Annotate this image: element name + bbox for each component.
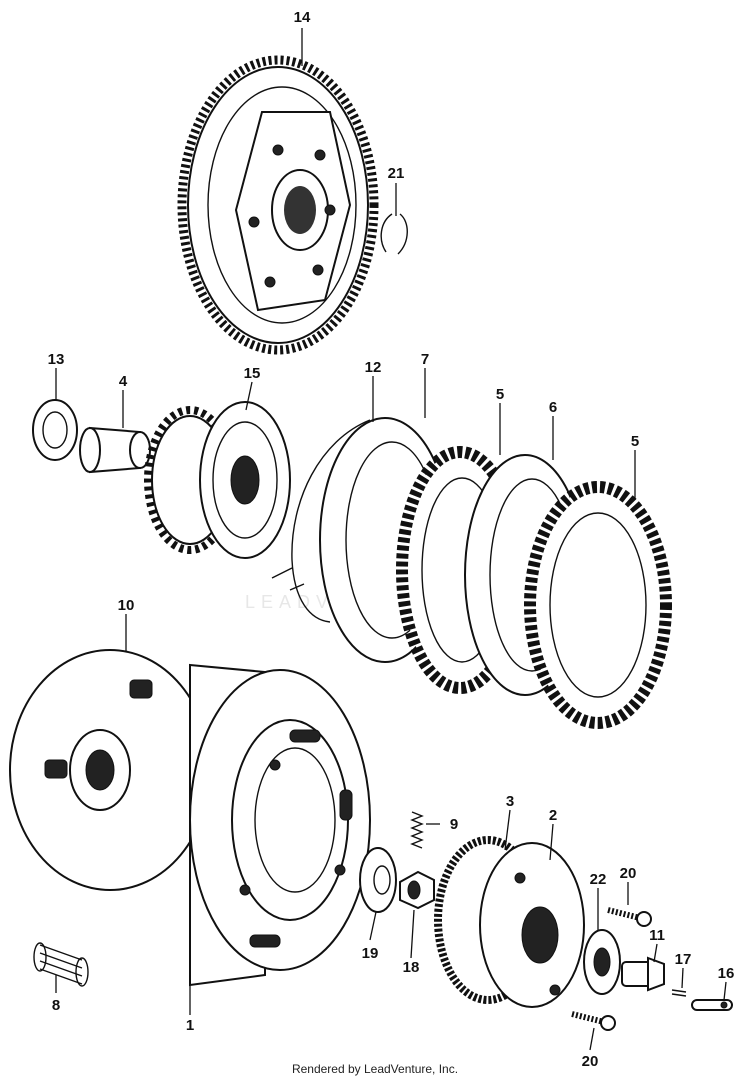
callout-17: 17 xyxy=(675,951,692,968)
coil-spring xyxy=(33,942,89,987)
ring-gear xyxy=(177,55,379,355)
callout-1: 1 xyxy=(186,1017,194,1034)
callout-20-lower: 20 xyxy=(582,1053,599,1070)
callout-14: 14 xyxy=(294,9,311,26)
friction-disc-b xyxy=(524,481,672,729)
oil-seal xyxy=(32,399,78,461)
callout-6: 6 xyxy=(549,399,557,416)
nut xyxy=(399,870,435,910)
clutch-hub xyxy=(144,401,291,559)
pin xyxy=(691,999,733,1011)
callout-18: 18 xyxy=(403,959,420,976)
adjuster xyxy=(621,956,665,992)
callout-9: 9 xyxy=(450,816,458,833)
callout-20-upper: 20 xyxy=(620,865,637,882)
callout-11: 11 xyxy=(649,927,665,944)
callout-2: 2 xyxy=(549,807,557,824)
circlip xyxy=(380,213,408,255)
callout-3: 3 xyxy=(506,793,514,810)
callout-8: 8 xyxy=(52,997,60,1014)
screw-upper xyxy=(607,907,652,927)
bushing xyxy=(79,426,151,474)
callout-19: 19 xyxy=(362,945,379,962)
lock-washer xyxy=(359,847,397,913)
callout-16: 16 xyxy=(718,965,735,982)
callout-labels: 14 21 13 4 15 12 7 5 6 5 10 9 3 2 22 20 … xyxy=(48,9,735,1070)
callout-7: 7 xyxy=(421,351,429,368)
callout-15: 15 xyxy=(244,365,261,382)
leader-lines xyxy=(55,28,727,1051)
callout-5-right: 5 xyxy=(631,433,639,450)
callout-4: 4 xyxy=(119,373,128,390)
clutch-cover xyxy=(479,842,585,1008)
callout-21: 21 xyxy=(388,165,405,182)
spring-ring xyxy=(271,419,371,623)
screw-lower xyxy=(571,1011,616,1031)
clutch-rear-plate xyxy=(9,649,211,891)
callout-13: 13 xyxy=(48,351,65,368)
callout-22: 22 xyxy=(590,871,607,888)
tiny-spring xyxy=(671,989,687,997)
callout-12: 12 xyxy=(365,359,382,376)
callout-10: 10 xyxy=(118,597,135,614)
callout-5-upper: 5 xyxy=(496,386,504,403)
rendered-by-footer: Rendered by LeadVenture, Inc. xyxy=(291,1062,459,1076)
small-spring xyxy=(410,811,424,849)
clutch-drum xyxy=(189,663,371,987)
bearing xyxy=(583,929,621,995)
